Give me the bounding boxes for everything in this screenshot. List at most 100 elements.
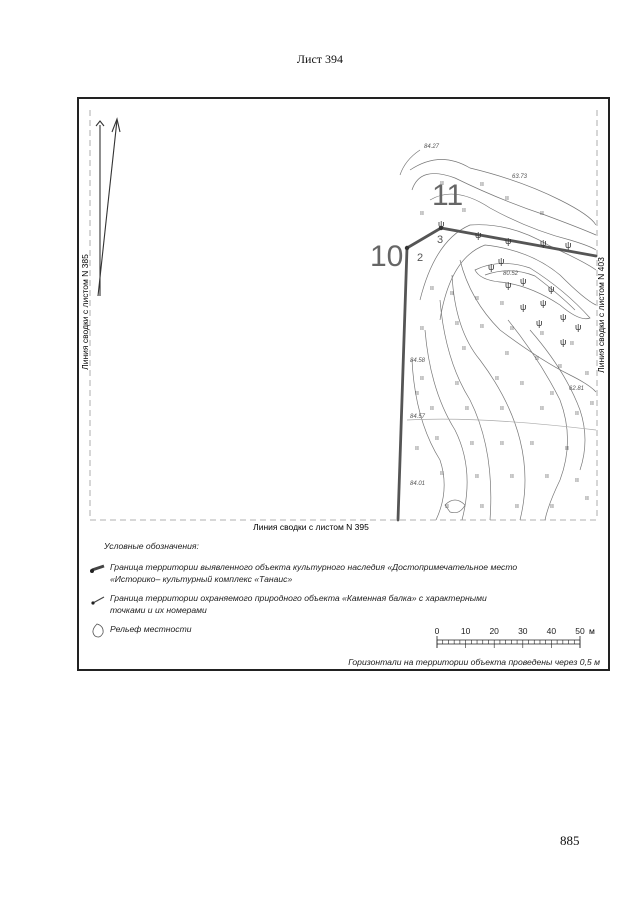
grass-symbol: ıı xyxy=(515,503,519,510)
grass-symbol: ıı xyxy=(480,181,484,188)
elevation-mark: 62.81 xyxy=(569,386,584,392)
vegetation-symbol: ψ xyxy=(505,236,511,246)
sheet-title: Лист 394 xyxy=(296,52,344,66)
scale-unit: м xyxy=(589,626,595,636)
grass-symbol: ıı xyxy=(535,355,539,362)
grass-symbol: ıı xyxy=(540,405,544,412)
grass-symbol: ıı xyxy=(455,320,459,327)
vegetation-symbol: ψ xyxy=(560,312,566,322)
elevation-mark: 63.73 xyxy=(512,174,528,180)
legend-cultural-boundary-icon xyxy=(90,564,105,573)
grass-symbol: ıı xyxy=(575,410,579,417)
legend-item-1-line-2: «Историко– культурный комплекс «Танаис» xyxy=(110,574,292,584)
nature-boundary-line xyxy=(396,226,598,522)
grass-symbol: ıı xyxy=(558,363,562,370)
grass-symbol: ıı xyxy=(430,285,434,292)
grass-symbol: ıı xyxy=(440,470,444,477)
grass-symbol: ıı xyxy=(500,405,504,412)
relief-contours xyxy=(399,149,597,521)
right-sheet-link: Линия сводки с листом N 403 xyxy=(596,257,606,373)
grass-symbol: ıı xyxy=(495,375,499,382)
grass-symbol: ıı xyxy=(530,440,534,447)
grass-symbol: ıı xyxy=(415,390,419,397)
grass-symbol: ıı xyxy=(565,445,569,452)
legend-nature-boundary-icon xyxy=(91,596,105,605)
left-sheet-link: Линия сводки с листом N 385 xyxy=(80,254,90,370)
legend-item-1-line-1: Граница территории выявленного объекта к… xyxy=(110,562,517,572)
vegetation-symbol: ψ xyxy=(565,240,571,250)
elevation-marks: 84.27 63.73 80.52 84.58 84.57 84.01 62.8… xyxy=(410,144,584,487)
vegetation-symbol: ψ xyxy=(505,280,511,290)
grass-symbol: ıı xyxy=(590,400,594,407)
grass-symbol: ıı xyxy=(510,325,514,332)
map-frame xyxy=(77,97,610,671)
vegetation-symbol: ψ xyxy=(548,284,554,294)
north-arrow-icon xyxy=(95,117,121,297)
legend-relief-icon xyxy=(92,623,104,638)
grass-symbol: ıı xyxy=(545,473,549,480)
grass-symbol: ıı xyxy=(450,290,454,297)
grass-symbol: ıı xyxy=(435,435,439,442)
boundary-point-11 xyxy=(438,225,444,231)
vegetation-symbol: ψ xyxy=(498,256,504,266)
grass-symbol: ıı xyxy=(540,210,544,217)
point-label-10: 10 xyxy=(370,240,403,273)
grass-symbol: ıı xyxy=(420,210,424,217)
point-label-11: 11 xyxy=(432,179,463,212)
grass-symbol: ıı xyxy=(462,345,466,352)
grass-symbol: ıı xyxy=(455,380,459,387)
vegetation-symbol: ψ xyxy=(540,238,546,248)
scale-ticks xyxy=(436,640,581,648)
scale-label: 20 xyxy=(489,626,499,636)
grass-symbol: ıı xyxy=(465,405,469,412)
grass-symbol: ıı xyxy=(462,207,466,214)
scale-label: 0 xyxy=(435,626,440,636)
page-number: 885 xyxy=(560,833,580,848)
contour-interval-note: Горизонтали на территории объекта провед… xyxy=(348,657,600,667)
grass-symbol: ıı xyxy=(585,495,589,502)
scale-bar xyxy=(436,636,581,648)
grass-symbol: ıı xyxy=(415,445,419,452)
grass-symbol: ıı xyxy=(420,325,424,332)
vegetation-symbol: ψ xyxy=(520,276,526,286)
grass-symbol: ıı xyxy=(500,440,504,447)
scale-label: 40 xyxy=(547,626,557,636)
grass-symbol: ıı xyxy=(470,440,474,447)
elevation-mark: 84.57 xyxy=(410,414,426,420)
scale-label: 30 xyxy=(518,626,528,636)
grass-symbol: ıı xyxy=(510,473,514,480)
vegetation-symbol: ψ xyxy=(438,219,444,229)
grass-symbol: ıı xyxy=(440,180,444,187)
grass-symbols: ıı ıı ıı ıı ıı ıı ıı ıı ıı ıı ıı ıı ıı ıı ıı ıı ıı ıı ıı ıı… xyxy=(415,180,594,510)
boundary-point-10 xyxy=(404,245,410,251)
grass-symbol: ıı xyxy=(505,350,509,357)
scale-label: 50 xyxy=(575,626,585,636)
bottom-sheet-link: Линия сводки с листом N 395 xyxy=(253,522,369,532)
grass-symbol: ıı xyxy=(505,195,509,202)
elevation-mark: 84.27 xyxy=(424,144,440,150)
grass-symbol: ıı xyxy=(500,300,504,307)
grass-symbol: ıı xyxy=(520,380,524,387)
vegetation-symbol: ψ xyxy=(475,230,481,240)
grass-symbol: ıı xyxy=(475,295,479,302)
vegetation-symbol: ψ xyxy=(520,302,526,312)
elevation-mark: 84.01 xyxy=(410,481,425,487)
grass-symbol: ıı xyxy=(475,473,479,480)
point-number-2: 2 xyxy=(417,252,423,264)
vegetation-symbol: ψ xyxy=(560,337,566,347)
point-number-3: 3 xyxy=(437,234,443,246)
grass-symbol: ıı xyxy=(445,503,449,510)
grass-symbol: ıı xyxy=(550,390,554,397)
vegetation-symbol: ψ xyxy=(488,262,494,272)
elevation-mark: 80.52 xyxy=(503,271,519,277)
legend-item-2-line-1: Граница территории охраняемого природног… xyxy=(110,593,487,603)
vegetation-symbol: ψ xyxy=(575,322,581,332)
legend-title: Условные обозначения: xyxy=(103,541,199,551)
legend-item-3: Рельеф местности xyxy=(110,624,192,634)
grass-symbol: ıı xyxy=(570,340,574,347)
vegetation-symbol: ψ xyxy=(540,298,546,308)
grass-symbol: ıı xyxy=(585,370,589,377)
